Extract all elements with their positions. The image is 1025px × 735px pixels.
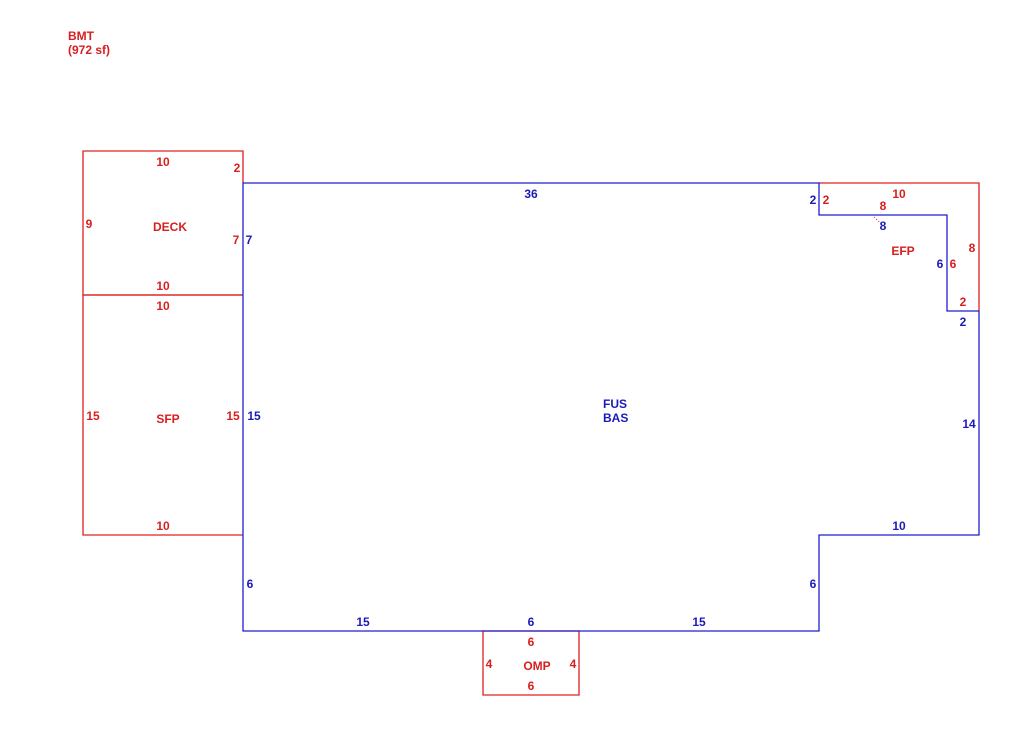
deck-dim-right: 7 — [233, 233, 240, 247]
main-label-line2: BAS — [603, 411, 628, 425]
main-dim-top: 36 — [524, 187, 538, 201]
sfp-dim-right: 15 — [226, 409, 240, 423]
main-dim-left-lower: 6 — [247, 577, 254, 591]
main-dim-right-notch-vertical: 6 — [810, 577, 817, 591]
omp-dim-top: 6 — [528, 635, 535, 649]
sfp-dim-left: 15 — [86, 409, 100, 423]
main-dim-efp-step-horizontal: 8 — [880, 219, 887, 233]
deck-dim-bottom: 10 — [156, 279, 170, 293]
main-dim-right-top-step: 2 — [810, 193, 817, 207]
efp-dim-inner-horizontal: 8 — [880, 199, 887, 213]
sfp-label: SFP — [156, 412, 179, 426]
efp-dim-inner-vertical: 6 — [950, 257, 957, 271]
omp-dim-bottom: 6 — [528, 679, 535, 693]
main-dim-bottom-left: 15 — [356, 615, 370, 629]
main-label-line1: FUS — [603, 397, 627, 411]
sfp-outline — [82, 294, 243, 536]
efp-dim-left: 2 — [823, 193, 830, 207]
main-dim-bottom-right: 15 — [692, 615, 706, 629]
deck-dim-top: 10 — [156, 155, 170, 169]
deck-dim-right-top: 2 — [234, 161, 241, 175]
deck-label: DECK — [153, 220, 187, 234]
sfp-dim-top: 10 — [156, 299, 170, 313]
main-dim-left-middle: 15 — [247, 409, 261, 423]
main-dim-top-right-step: 2 — [960, 315, 967, 329]
sfp-dim-bottom: 10 — [156, 519, 170, 533]
main-dim-right-side: 14 — [962, 417, 976, 431]
omp-dim-right: 4 — [570, 657, 577, 671]
main-dim-efp-step-vertical: 6 — [937, 257, 944, 271]
deck-dim-left: 9 — [86, 217, 93, 231]
main-dim-left-upper: 7 — [246, 233, 253, 247]
main-dim-right-notch-horizontal: 10 — [892, 519, 906, 533]
main-dim-bottom-center: 6 — [528, 615, 535, 629]
main-structure-outline — [242, 182, 980, 632]
efp-dim-bottom: 2 — [960, 295, 967, 309]
area-code-label: BMT — [68, 29, 95, 43]
area-size-label: (972 sf) — [68, 43, 110, 57]
omp-dim-left: 4 — [486, 657, 493, 671]
efp-outline — [819, 182, 980, 311]
efp-dim-right: 8 — [969, 241, 976, 255]
efp-dim-top: 10 — [892, 187, 906, 201]
efp-label: EFP — [891, 244, 914, 258]
omp-label: OMP — [523, 659, 550, 673]
